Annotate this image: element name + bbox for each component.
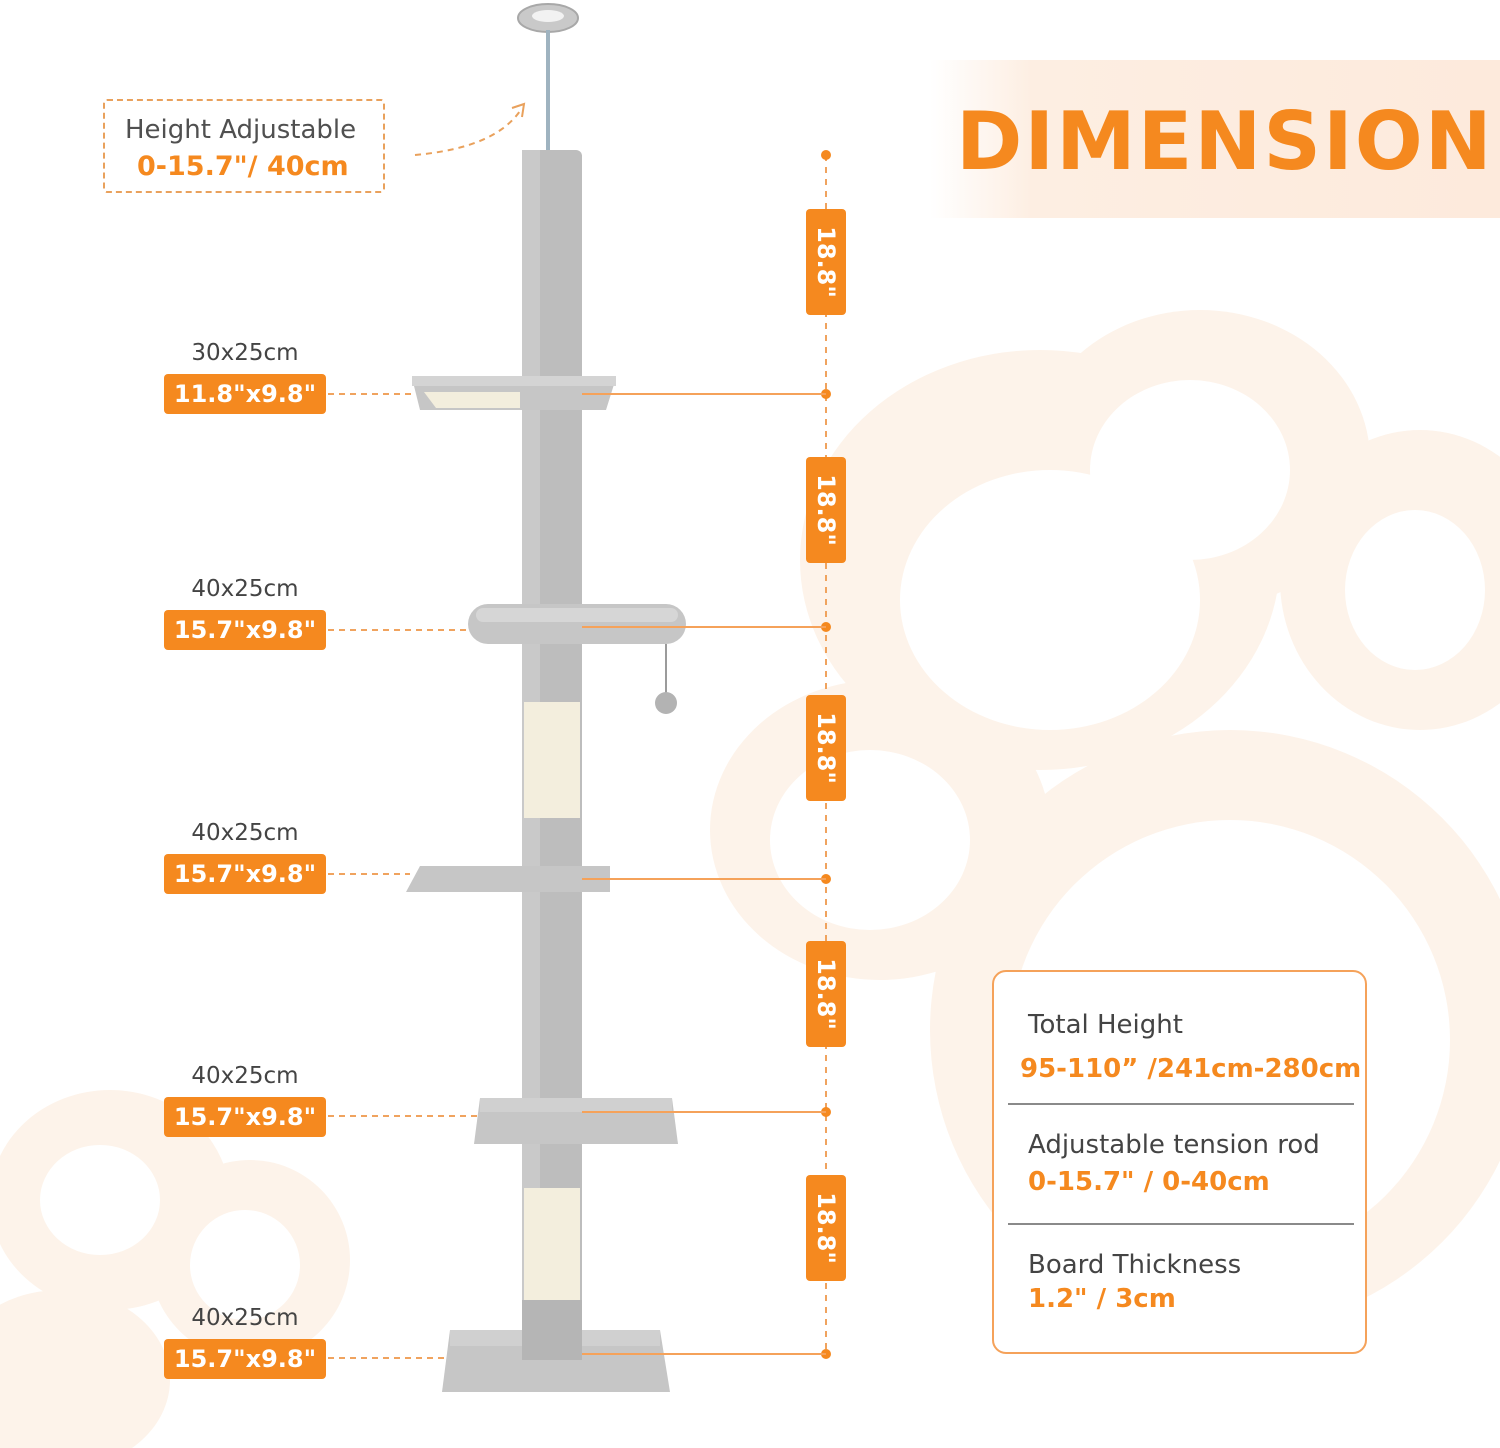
spec-divider-1 <box>1008 1103 1354 1105</box>
sisal-section-upper <box>524 702 580 818</box>
segment-badge-4: 18.8" <box>806 941 846 1047</box>
spec-divider-2 <box>1008 1223 1354 1225</box>
segment-label-5: 18.8" <box>812 1192 840 1264</box>
spec-box: Total Height 95-110” /241cm-280cm Adjust… <box>992 970 1367 1354</box>
page-title: DIMENSION <box>956 95 1494 188</box>
tension-rod-value: 0-15.7" / 0-40cm <box>1028 1167 1270 1197</box>
height-adjustable-callout: Height Adjustable 0-15.7"/ 40cm <box>103 99 385 193</box>
segment-label-4: 18.8" <box>812 958 840 1030</box>
segment-badge-1: 18.8" <box>806 209 846 315</box>
title-band <box>930 60 1500 218</box>
segment-label-1: 18.8" <box>812 226 840 298</box>
shelf-2-inch-badge: 15.7"x9.8" <box>164 610 326 650</box>
base-inch-badge: 15.7"x9.8" <box>164 1339 326 1379</box>
segment-badge-5: 18.8" <box>806 1175 846 1281</box>
total-height-label: Total Height <box>1028 1010 1183 1040</box>
callout-arrow <box>414 107 523 156</box>
segment-badge-3: 18.8" <box>806 695 846 801</box>
shelf-1-inch-badge: 11.8"x9.8" <box>164 374 326 414</box>
shelf-3 <box>406 866 610 892</box>
tension-rod <box>546 30 550 152</box>
shelf-4-inch-badge: 15.7"x9.8" <box>164 1097 326 1137</box>
sisal-section-lower <box>524 1188 580 1302</box>
segment-label-2: 18.8" <box>812 474 840 546</box>
height-adjustable-label: Height Adjustable <box>125 115 357 145</box>
hanging-ball-toy <box>655 692 677 714</box>
base-cm: 40x25cm <box>191 1305 299 1331</box>
board-thickness-label: Board Thickness <box>1028 1250 1242 1280</box>
shelf-3-cm: 40x25cm <box>191 820 299 846</box>
segment-label-3: 18.8" <box>812 712 840 784</box>
segment-badge-2: 18.8" <box>806 457 846 563</box>
shelf-1-cm: 30x25cm <box>191 340 299 366</box>
board-thickness-value: 1.2" / 3cm <box>1028 1284 1176 1314</box>
total-height-value: 95-110” /241cm-280cm <box>1020 1054 1362 1084</box>
shelf-3-inch-badge: 15.7"x9.8" <box>164 854 326 894</box>
shelf-4-cm: 40x25cm <box>191 1063 299 1089</box>
height-adjustable-value: 0-15.7"/ 40cm <box>137 151 349 182</box>
tension-rod-label: Adjustable tension rod <box>1028 1130 1320 1160</box>
shelf-2-cm: 40x25cm <box>191 576 299 602</box>
